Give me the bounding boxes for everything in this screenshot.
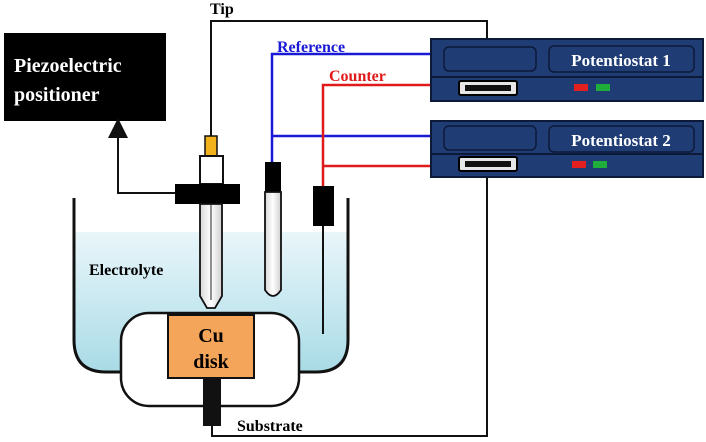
reference-electrode xyxy=(264,162,282,297)
reference-wire xyxy=(270,52,431,165)
cu-disk-label-line1: Cu xyxy=(198,325,224,347)
potentiostat-1-led-green xyxy=(596,84,610,91)
positioner-label-line2: positioner xyxy=(14,84,100,106)
positioner-label-line1: Piezoelectric xyxy=(14,55,122,77)
reference-label: Reference xyxy=(277,39,345,56)
potentiostat-1-led-red xyxy=(574,84,588,91)
counter-electrode xyxy=(313,186,334,334)
potentiostat-2: Potentiostat 2 xyxy=(430,120,704,178)
tip-label: Tip xyxy=(210,1,234,18)
potentiostat-2-led-green xyxy=(593,161,607,168)
potentiostat-2-label: Potentiostat 2 xyxy=(571,131,671,150)
substrate-connector xyxy=(203,378,221,426)
piezoelectric-positioner xyxy=(4,33,166,121)
cu-disk-label-line2: disk xyxy=(193,351,229,373)
potentiostat-1: Potentiostat 1 xyxy=(430,38,704,102)
potentiostat-2-led-red xyxy=(572,161,586,168)
counter-label: Counter xyxy=(329,68,386,85)
tip-electrode xyxy=(175,135,240,309)
tip-wire xyxy=(210,20,488,136)
potentiostat-1-label: Potentiostat 1 xyxy=(571,51,671,70)
substrate-wire xyxy=(211,176,488,437)
counter-wire xyxy=(321,83,431,188)
electrolyte-label: Electrolyte xyxy=(89,262,163,279)
substrate-label: Substrate xyxy=(237,418,303,435)
positioner-link xyxy=(108,118,178,194)
